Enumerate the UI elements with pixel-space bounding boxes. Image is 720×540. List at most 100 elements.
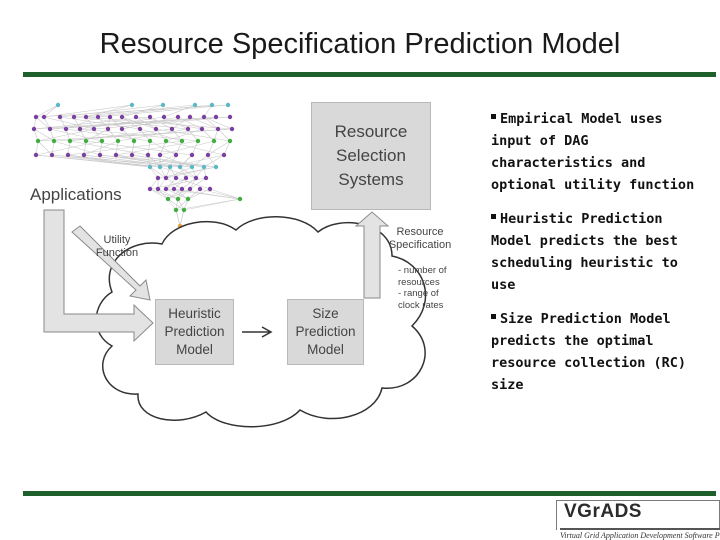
dag-edge bbox=[97, 116, 109, 130]
dag-node bbox=[129, 152, 135, 158]
dag-edge bbox=[121, 116, 179, 130]
dag-edge bbox=[165, 177, 187, 190]
dag-node bbox=[41, 114, 47, 120]
dag-edge bbox=[67, 154, 171, 168]
dag-edge bbox=[191, 154, 209, 168]
dag-node bbox=[229, 126, 235, 132]
dag-edge bbox=[49, 128, 103, 142]
dag-node bbox=[33, 114, 39, 120]
resource-spec-arrow bbox=[354, 211, 390, 299]
dag-edge bbox=[173, 177, 187, 190]
dag-edge bbox=[195, 166, 205, 179]
dag-edge bbox=[177, 188, 191, 200]
dag-node bbox=[165, 196, 171, 202]
dag-edge bbox=[85, 104, 213, 118]
dag-edge bbox=[93, 116, 231, 130]
dag-node bbox=[160, 102, 166, 108]
dag-edge bbox=[189, 177, 207, 190]
dag-node bbox=[155, 175, 161, 181]
dag-edge bbox=[33, 128, 55, 142]
dag-node bbox=[49, 152, 55, 158]
dag-edge bbox=[175, 140, 183, 156]
dag-node bbox=[157, 152, 163, 158]
dag-edge bbox=[149, 166, 159, 179]
dag-edge bbox=[93, 128, 103, 142]
dag-node bbox=[157, 164, 163, 170]
dag-node bbox=[97, 152, 103, 158]
dag-node bbox=[183, 175, 189, 181]
dag-edge bbox=[159, 166, 197, 179]
resource-selection-systems-box: Resource Selection Systems bbox=[311, 102, 431, 210]
dag-edge bbox=[165, 188, 189, 200]
dag-node bbox=[213, 114, 219, 120]
resource-specification-label: Resource Specification bbox=[388, 226, 452, 251]
dag-node bbox=[163, 186, 169, 192]
dag-node bbox=[193, 175, 199, 181]
dag-node bbox=[203, 175, 209, 181]
dag-node bbox=[221, 152, 227, 158]
cloud-shape bbox=[95, 216, 427, 428]
dag-edge bbox=[203, 104, 213, 118]
dag-edge bbox=[179, 154, 193, 168]
dag-edge bbox=[149, 154, 177, 168]
dag-node bbox=[161, 114, 167, 120]
dag-node bbox=[189, 152, 195, 158]
dag-edge bbox=[51, 154, 161, 168]
dag-edge bbox=[187, 128, 199, 142]
dag-edge bbox=[35, 140, 39, 156]
dag-edge bbox=[175, 198, 241, 211]
dag-node bbox=[173, 152, 179, 158]
bullet-item: Empirical Model uses input of DAG charac… bbox=[491, 111, 695, 193]
dag-node bbox=[225, 102, 231, 108]
dag-edge bbox=[131, 140, 135, 156]
dag-node bbox=[119, 114, 125, 120]
dag-edge bbox=[37, 128, 95, 142]
dag-node bbox=[133, 114, 139, 120]
dag-node bbox=[201, 164, 207, 170]
dag-edge bbox=[187, 188, 211, 200]
dag-node bbox=[83, 114, 89, 120]
dag-edge bbox=[43, 116, 51, 130]
utility-arrow bbox=[71, 225, 151, 301]
dag-node bbox=[95, 114, 101, 120]
size-prediction-model-box: Size Prediction Model bbox=[287, 299, 364, 365]
dag-edge bbox=[51, 140, 55, 156]
dag-edge bbox=[165, 177, 183, 190]
dag-node bbox=[163, 175, 169, 181]
dag-edge bbox=[159, 154, 193, 168]
dag-edge bbox=[169, 154, 225, 168]
dag-edge bbox=[117, 128, 189, 142]
dag-edge bbox=[35, 140, 103, 156]
dag-edge bbox=[53, 140, 101, 156]
bullet-item: Heuristic Prediction Model predicts the … bbox=[491, 211, 678, 293]
dag-edge bbox=[189, 116, 219, 130]
dag-node bbox=[207, 186, 213, 192]
dag-edge bbox=[165, 177, 177, 190]
vgrads-logo: VGrADS Virtual Grid Application Developm… bbox=[556, 500, 720, 540]
dag-node bbox=[227, 138, 233, 144]
heuristic-prediction-model-box: Heuristic Prediction Model bbox=[155, 299, 234, 365]
dag-edge bbox=[187, 188, 201, 200]
dag-node bbox=[187, 114, 193, 120]
dag-edge bbox=[135, 116, 203, 130]
dag-node bbox=[83, 138, 89, 144]
dag-node bbox=[145, 152, 151, 158]
dag-edge bbox=[175, 198, 189, 211]
dag-node bbox=[185, 126, 191, 132]
dag-node bbox=[31, 126, 37, 132]
dag-edge bbox=[157, 188, 169, 200]
dag-edge bbox=[217, 128, 231, 142]
dag-edge bbox=[43, 104, 59, 118]
dag-edge bbox=[33, 116, 151, 130]
logo-wordmark: VGrADS bbox=[564, 501, 642, 522]
dag-node bbox=[189, 164, 195, 170]
dag-edge bbox=[175, 209, 181, 227]
dag-node bbox=[113, 152, 119, 158]
dag-node bbox=[77, 126, 83, 132]
dag-edge bbox=[121, 104, 164, 118]
top-rule bbox=[23, 72, 716, 77]
utility-function-label: Utility Function bbox=[95, 234, 139, 259]
applications-arrow bbox=[43, 209, 154, 343]
dag-node bbox=[65, 152, 71, 158]
dag-node bbox=[179, 138, 185, 144]
